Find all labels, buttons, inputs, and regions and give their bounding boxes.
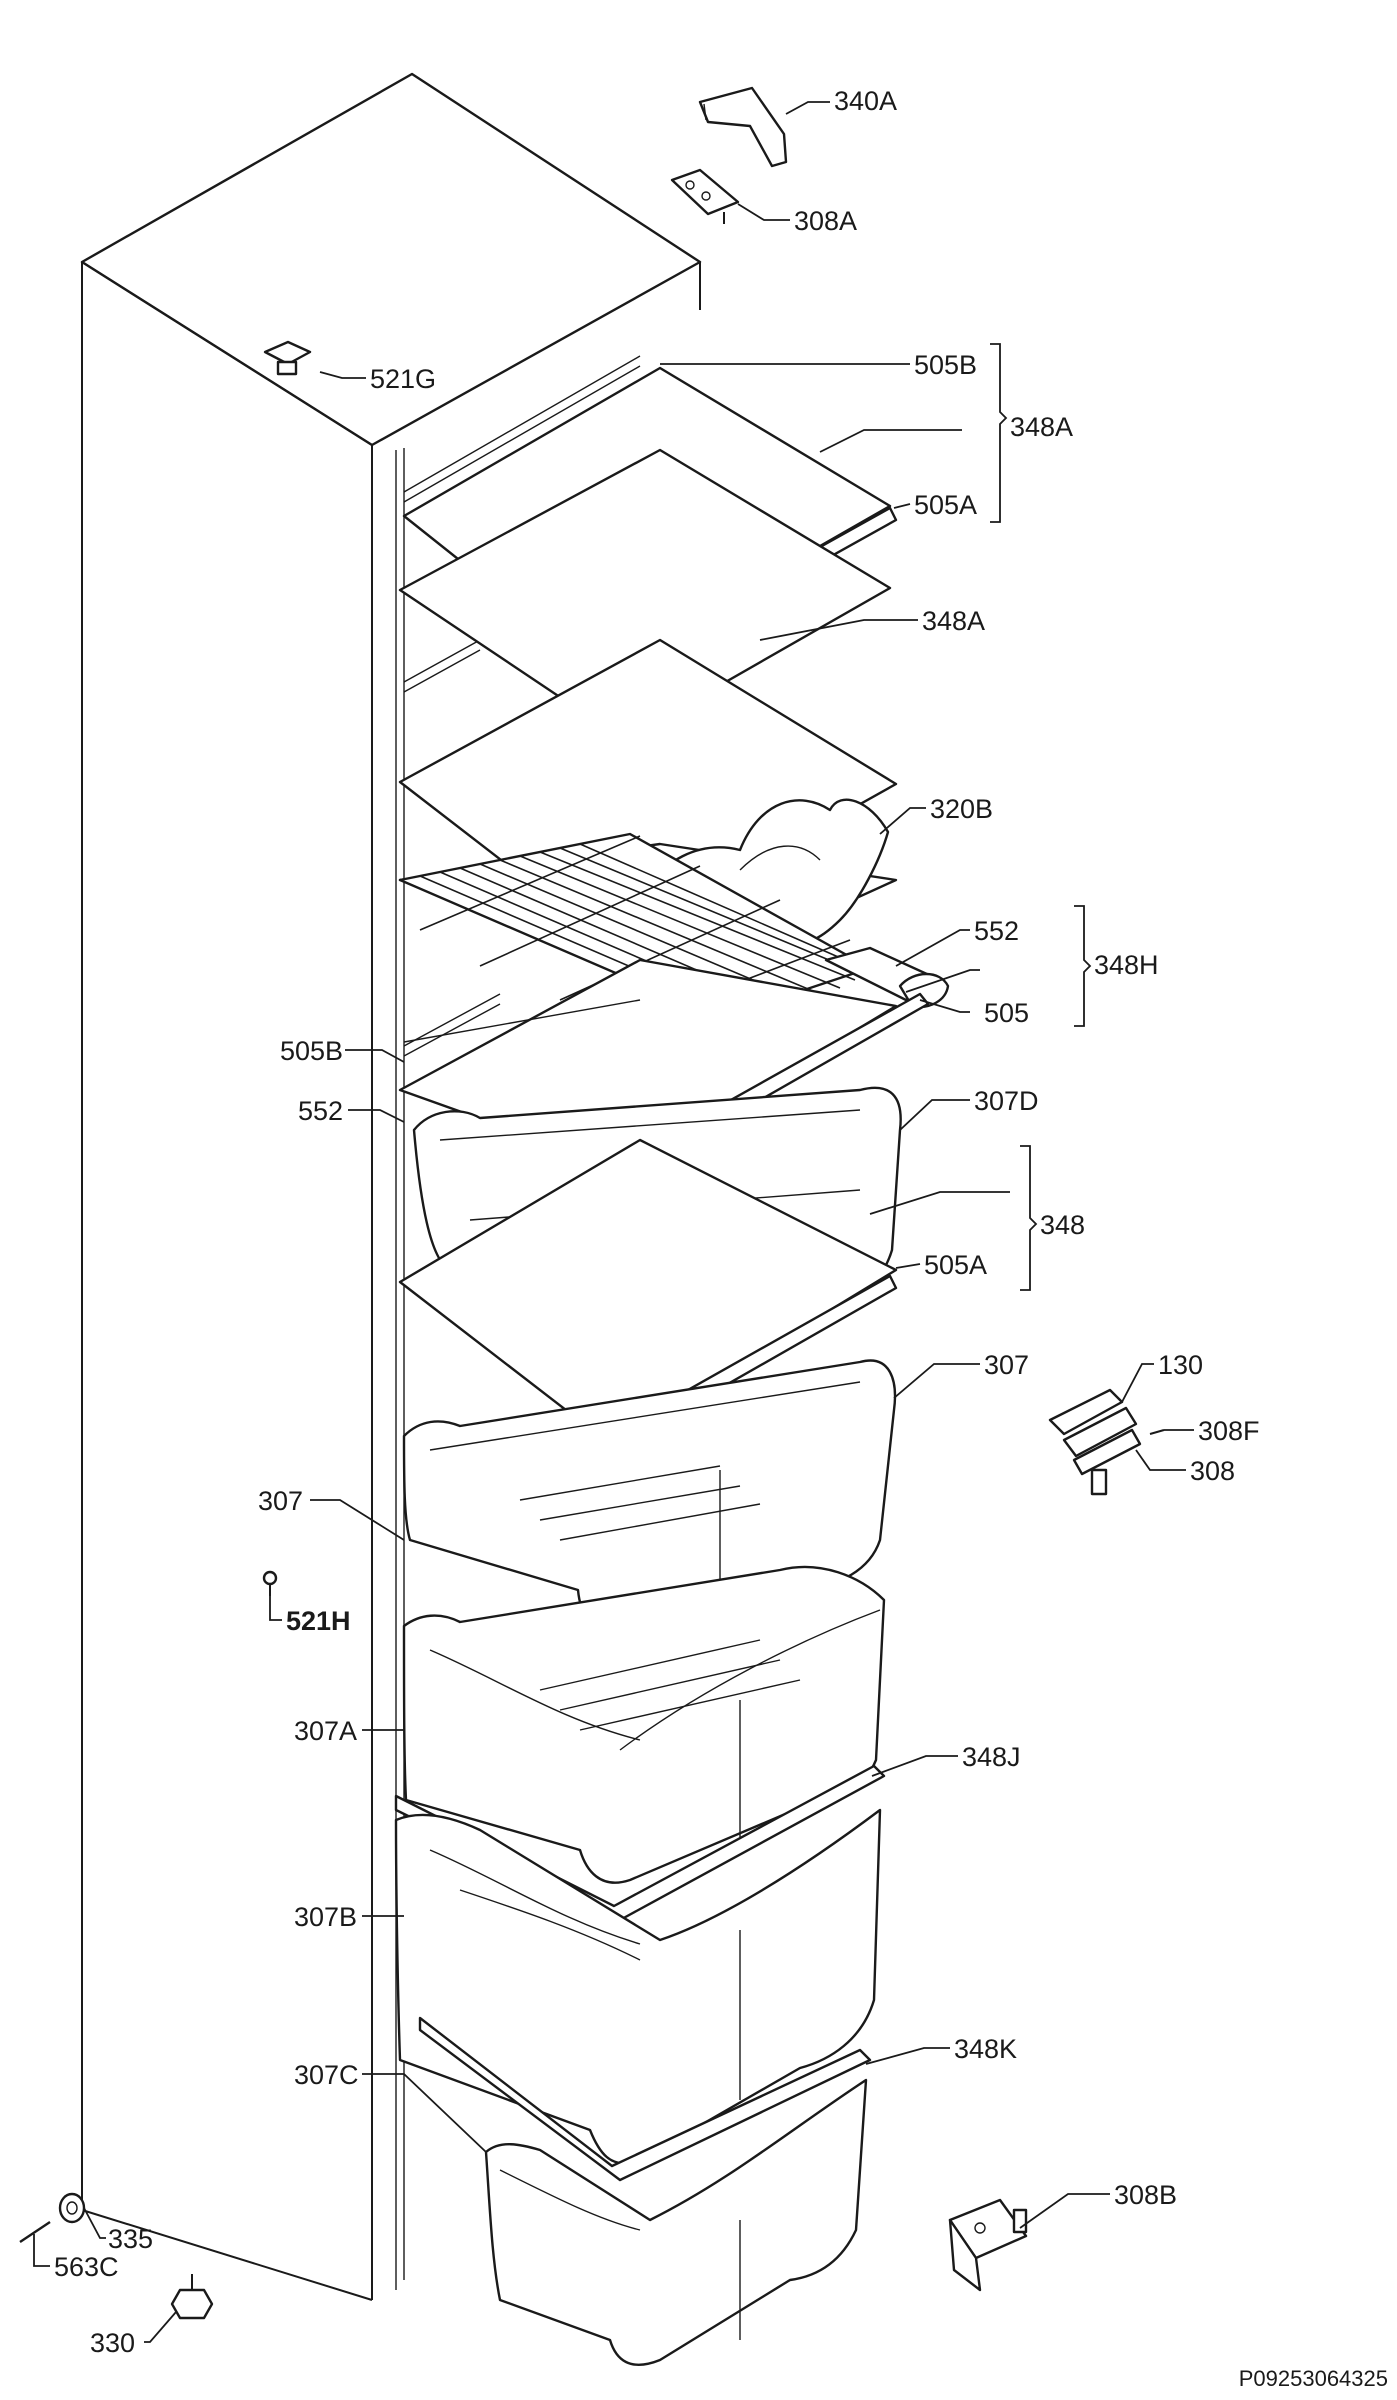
diagram-reference: P09253064325	[1239, 2366, 1388, 2391]
label-348h: 348H	[1094, 950, 1159, 980]
label-348j: 348J	[962, 1742, 1021, 1772]
label-307-left: 307	[258, 1486, 303, 1516]
screw-521h	[262, 1570, 278, 1596]
label-505b-left: 505B	[280, 1036, 343, 1066]
label-307d: 307D	[974, 1086, 1039, 1116]
label-308a: 308A	[794, 206, 857, 236]
label-552-left: 552	[298, 1096, 343, 1126]
drawer-307c	[484, 2078, 868, 2366]
top-hinge-part	[670, 168, 740, 224]
top-cap-part	[263, 340, 312, 376]
label-307a: 307A	[294, 1716, 357, 1746]
label-330: 330	[90, 2328, 135, 2358]
cabinet-body	[80, 72, 702, 2301]
label-505a-mid: 505A	[924, 1250, 987, 1280]
label-505b-top: 505B	[914, 350, 977, 380]
label-348k: 348K	[954, 2034, 1017, 2064]
label-307-right: 307	[984, 1350, 1029, 1380]
label-348a-brace: 348A	[1010, 412, 1073, 442]
label-320b: 320B	[930, 794, 993, 824]
label-308: 308	[1190, 1456, 1235, 1486]
brace-348h	[1074, 905, 1092, 1027]
label-521g: 521G	[370, 364, 436, 394]
spacer-part	[58, 2192, 86, 2224]
label-505: 505	[984, 998, 1029, 1028]
label-308f: 308F	[1198, 1416, 1260, 1446]
wire-grid-shelf	[398, 832, 872, 1021]
label-563c: 563C	[54, 2252, 119, 2282]
glass-348k	[418, 2016, 872, 2182]
drawer-307b	[394, 1808, 882, 2165]
label-521h: 521H	[286, 1606, 351, 1636]
leader-lines	[33, 101, 1194, 2343]
label-335: 335	[108, 2224, 153, 2254]
label-348: 348	[1040, 1210, 1085, 1240]
drawer-307a	[402, 1565, 886, 1884]
label-308b: 308B	[1114, 2180, 1177, 2210]
pin-part	[19, 2221, 51, 2243]
side-hinge-part	[1048, 1388, 1165, 1496]
label-307c: 307C	[294, 2060, 359, 2090]
label-348a-second: 348A	[922, 606, 985, 636]
label-307b: 307B	[294, 1902, 357, 1932]
brace-348	[1020, 1145, 1038, 1291]
brace-348a	[990, 343, 1008, 523]
handle-part	[698, 86, 788, 168]
shelf-rails	[403, 355, 641, 1057]
part-labels: 340A 308A 521G 505B 348A 505A 348A 320B …	[54, 86, 1260, 2358]
label-552-right: 552	[974, 916, 1019, 946]
label-505a-top: 505A	[914, 490, 977, 520]
label-340a: 340A	[834, 86, 897, 116]
drawer-307	[402, 1359, 897, 1629]
bottom-hinge-part	[948, 2198, 1028, 2292]
adjustable-foot	[170, 2274, 214, 2320]
label-130: 130	[1158, 1350, 1203, 1380]
